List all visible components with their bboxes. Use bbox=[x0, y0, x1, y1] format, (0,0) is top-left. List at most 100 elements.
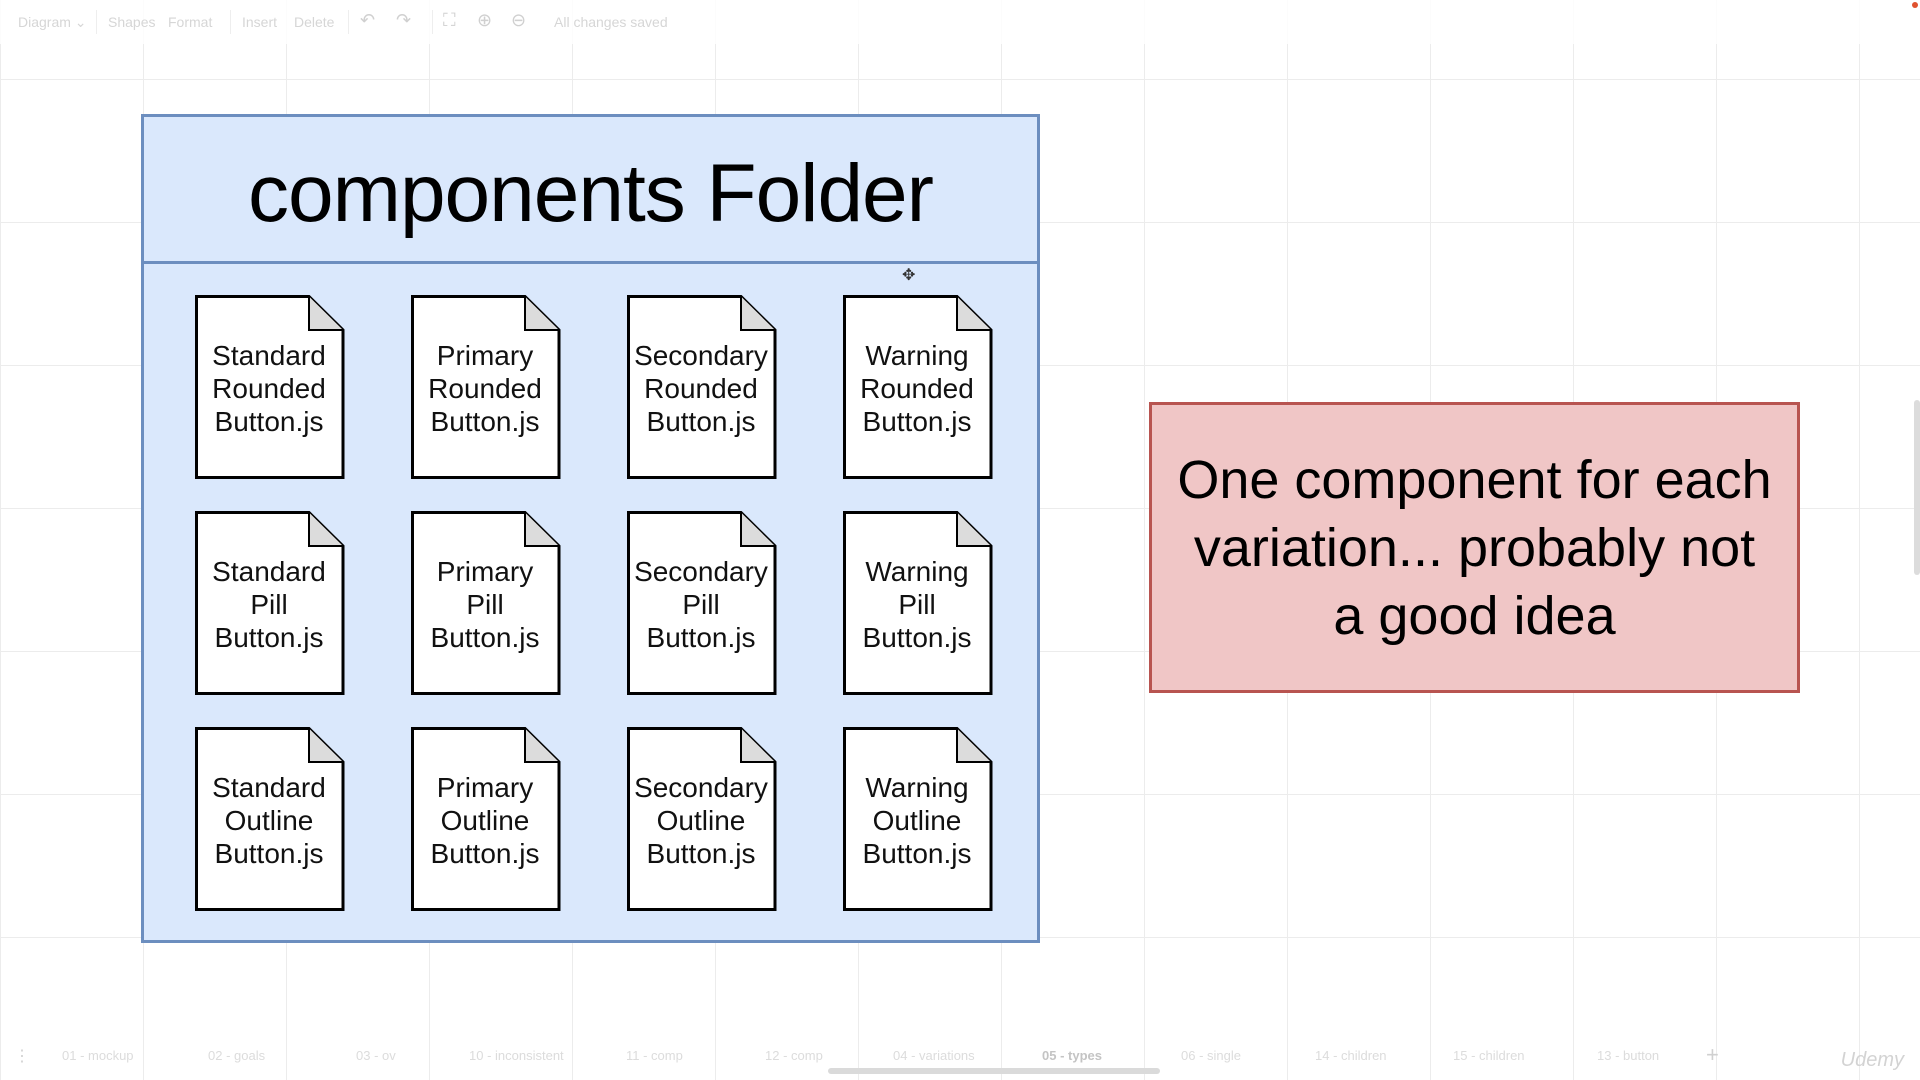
document-icon bbox=[195, 511, 345, 695]
file-label-line: Standard bbox=[212, 771, 326, 803]
file-label-line: Primary bbox=[436, 771, 534, 803]
file-label-line: Button.js bbox=[646, 405, 756, 437]
file-label-line: Button.js bbox=[430, 837, 540, 869]
file-label-line: Primary bbox=[436, 339, 534, 371]
page-tab[interactable]: 01 - mockup bbox=[62, 1048, 134, 1063]
note-line: variation... probably not bbox=[1193, 517, 1756, 578]
file-label-line: Primary bbox=[436, 555, 534, 587]
page-tab[interactable]: 12 - comp bbox=[765, 1048, 823, 1063]
document-icon bbox=[627, 727, 777, 911]
file-label-line: Button.js bbox=[214, 621, 324, 653]
diagram-menu[interactable]: Diagram ⌄ bbox=[18, 14, 87, 30]
chevron-down-icon: ⌄ bbox=[74, 14, 87, 30]
file-label-line: Button.js bbox=[862, 621, 972, 653]
file-label-line: Button.js bbox=[430, 621, 540, 653]
zoom-out-icon[interactable]: ⊖ bbox=[511, 10, 527, 30]
zoom-in-icon[interactable]: ⊕ bbox=[477, 10, 493, 30]
notification-dot bbox=[1912, 2, 1918, 8]
file-label-line: Rounded bbox=[644, 372, 758, 404]
file-label-line: Rounded bbox=[428, 372, 542, 404]
file-label-line: Secondary bbox=[634, 339, 768, 371]
document-icon bbox=[627, 295, 777, 479]
note-text: One component for each variation... prob… bbox=[1177, 446, 1771, 650]
document-icon bbox=[195, 295, 345, 479]
shapes-button[interactable]: Shapes bbox=[108, 14, 156, 30]
page-tab[interactable]: 10 - inconsistent bbox=[469, 1048, 564, 1063]
note-line: One component for each bbox=[1177, 449, 1772, 510]
file-label-line: Outline bbox=[656, 804, 746, 836]
horizontal-scrollbar[interactable] bbox=[828, 1068, 1160, 1074]
file-label-line: Standard bbox=[212, 555, 326, 587]
page-tab[interactable]: 11 - comp bbox=[626, 1048, 683, 1063]
insert-button[interactable]: Insert bbox=[242, 14, 278, 30]
page-tab[interactable]: 15 - children bbox=[1453, 1048, 1525, 1063]
udemy-watermark: Udemy bbox=[1840, 1049, 1904, 1071]
file-label-line: Outline bbox=[224, 804, 314, 836]
file-label-line: Button.js bbox=[646, 621, 756, 653]
redo-icon[interactable]: ↷ bbox=[396, 10, 412, 30]
document-icon bbox=[411, 727, 561, 911]
note-box[interactable]: One component for each variation... prob… bbox=[1149, 402, 1800, 693]
file-label-line: Outline bbox=[440, 804, 530, 836]
folder-header: components Folder bbox=[144, 117, 1037, 264]
file-label-line: Outline bbox=[872, 804, 962, 836]
file-label-line: Pill bbox=[682, 588, 720, 620]
document-icon bbox=[411, 295, 561, 479]
file-label-line: Button.js bbox=[862, 837, 972, 869]
page-tab[interactable]: 04 - variations bbox=[893, 1048, 975, 1063]
file-label-line: Pill bbox=[250, 588, 288, 620]
page-tab[interactable]: 06 - single bbox=[1181, 1048, 1241, 1063]
file-label-line: Pill bbox=[466, 588, 504, 620]
document-icon bbox=[627, 511, 777, 695]
document-icon bbox=[843, 511, 993, 695]
delete-button[interactable]: Delete bbox=[294, 14, 335, 30]
file-label-line: Button.js bbox=[646, 837, 756, 869]
file-label-line: Secondary bbox=[634, 771, 768, 803]
toolbar-divider bbox=[230, 10, 231, 34]
page-tab[interactable]: 02 - goals bbox=[208, 1048, 266, 1063]
toolbar: Diagram ⌄ Shapes Format Insert Delete ↶ … bbox=[0, 0, 1920, 44]
vertical-scrollbar[interactable] bbox=[1914, 400, 1920, 575]
file-label-line: Button.js bbox=[214, 837, 324, 869]
save-status: All changes saved bbox=[554, 14, 668, 30]
page-tab[interactable]: 13 - button bbox=[1597, 1048, 1660, 1063]
fullscreen-icon[interactable]: ⛶ bbox=[443, 10, 456, 30]
page-tab[interactable]: 03 - ov bbox=[356, 1048, 396, 1063]
file-label-line: Rounded bbox=[212, 372, 326, 404]
toolbar-divider bbox=[432, 10, 433, 34]
file-label-line: Warning bbox=[865, 771, 969, 803]
file-label-line: Button.js bbox=[214, 405, 324, 437]
file-label-line: Rounded bbox=[860, 372, 974, 404]
file-label-line: Button.js bbox=[430, 405, 540, 437]
file-label-line: Pill bbox=[898, 588, 936, 620]
format-button[interactable]: Format bbox=[168, 14, 213, 30]
page-tab[interactable]: 05 - types bbox=[1042, 1048, 1102, 1063]
undo-icon[interactable]: ↶ bbox=[360, 10, 376, 30]
add-page-icon[interactable]: + bbox=[1706, 1042, 1719, 1067]
document-icon bbox=[411, 511, 561, 695]
page-tab[interactable]: 14 - children bbox=[1315, 1048, 1387, 1063]
pages-menu-icon[interactable]: ⋮ bbox=[14, 1048, 30, 1065]
